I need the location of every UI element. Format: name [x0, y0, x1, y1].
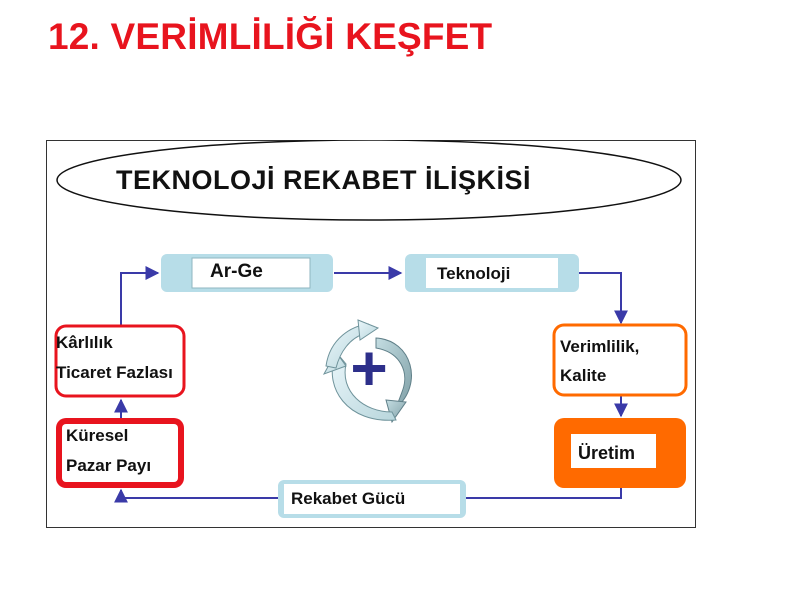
label-teknoloji: Teknoloji	[437, 264, 511, 283]
label-kuresel: Küresel	[66, 426, 129, 445]
diagram-graphics: +	[46, 140, 696, 528]
plus-symbol: +	[350, 332, 387, 404]
technology-competition-diagram: + TEKNOLOJİ REKABET İLİŞKİSİ Ar-Ge Tekno…	[46, 140, 696, 528]
label-arge: Ar-Ge	[210, 261, 263, 282]
label-karlilik: Kârlılık	[56, 333, 113, 352]
label-rekabet-gucu: Rekabet Gücü	[291, 489, 406, 508]
arrow-teknoloji-to-verimlilik	[579, 272, 628, 325]
label-uretim: Üretim	[578, 443, 636, 463]
node-rekabet	[278, 480, 466, 518]
node-arge	[161, 254, 333, 292]
arrow-uretim-to-rekabet	[466, 488, 622, 499]
flow-arrows	[114, 266, 628, 503]
label-kalite: Kalite	[560, 366, 607, 385]
node-kuresel	[56, 418, 184, 488]
arrow-karlilik-to-arge	[120, 266, 160, 326]
node-verimlilik	[552, 323, 688, 397]
node-teknoloji	[405, 254, 579, 292]
label-pazar-payi: Pazar Payı	[66, 456, 152, 475]
label-ticaret-fazlasi: Ticaret Fazlası	[56, 363, 173, 382]
node-karlilik	[54, 324, 186, 398]
node-uretim	[554, 418, 686, 488]
title-ellipse	[56, 140, 682, 221]
cycle-arrows-icon: +	[322, 319, 412, 424]
label-verimlilik: Verimlilik,	[560, 337, 640, 356]
arrow-rekabet-to-kuresel	[114, 488, 278, 503]
diagram-title: TEKNOLOJİ REKABET İLİŞKİSİ	[116, 165, 532, 195]
slide-title: 12. VERİMLİLİĞİ KEŞFET	[48, 16, 493, 57]
